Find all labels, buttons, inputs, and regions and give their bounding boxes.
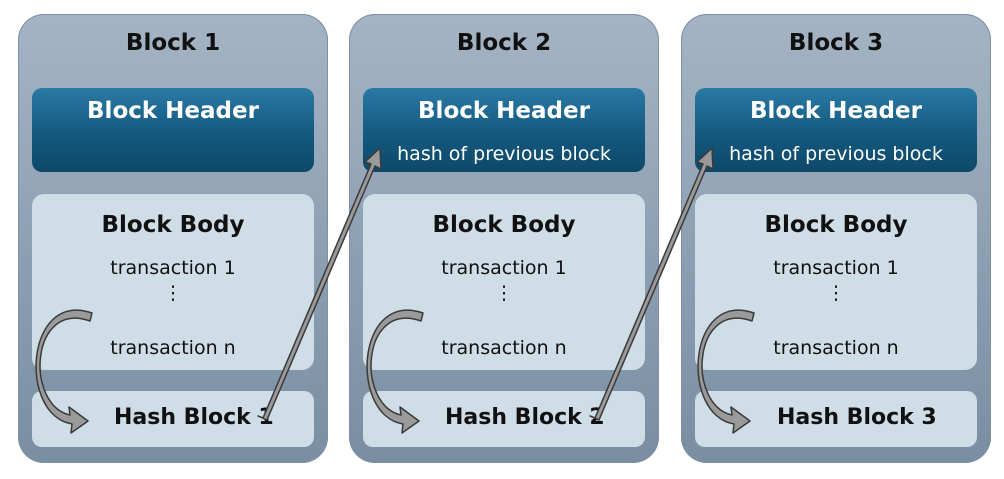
block-title: Block 1: [125, 30, 221, 56]
ellipsis-dots: ⋮: [494, 282, 514, 304]
block-body-title: Block Body: [764, 212, 908, 238]
block-header-title: Block Header: [750, 98, 922, 124]
block-body: Block Body transaction 1 ⋮ transaction n: [32, 194, 314, 370]
block-header: Block Header hash of previous block: [363, 88, 645, 172]
ellipsis-dots: ⋮: [826, 282, 846, 304]
block-1: Block 1 Block Header Block Body transact…: [18, 14, 328, 463]
hash-label: Hash Block 1: [114, 405, 274, 430]
block-3: Block 3 Block Header hash of previous bl…: [681, 14, 991, 463]
hash-box: Hash Block 3: [695, 391, 977, 447]
transaction-first: transaction 1: [773, 257, 899, 279]
transaction-last: transaction n: [110, 337, 236, 359]
block-body: Block Body transaction 1 ⋮ transaction n: [363, 194, 645, 370]
hash-label: Hash Block 2: [445, 405, 605, 430]
block-header-title: Block Header: [418, 98, 590, 124]
block-body-title: Block Body: [101, 212, 245, 238]
block-header: Block Header hash of previous block: [695, 88, 977, 172]
block-2: Block 2 Block Header hash of previous bl…: [349, 14, 659, 463]
block-header: Block Header: [32, 88, 314, 172]
ellipsis-dots: ⋮: [163, 282, 183, 304]
transaction-first: transaction 1: [110, 257, 236, 279]
hash-box: Hash Block 1: [32, 391, 314, 447]
hash-box: Hash Block 2: [363, 391, 645, 447]
transaction-first: transaction 1: [441, 257, 567, 279]
block-header-title: Block Header: [87, 98, 259, 124]
previous-hash-label: hash of previous block: [729, 143, 943, 165]
block-body-title: Block Body: [432, 212, 576, 238]
hash-label: Hash Block 3: [777, 405, 937, 430]
transaction-last: transaction n: [773, 337, 899, 359]
block-title: Block 2: [456, 30, 552, 56]
transaction-last: transaction n: [441, 337, 567, 359]
block-body: Block Body transaction 1 ⋮ transaction n: [695, 194, 977, 370]
block-title: Block 3: [788, 30, 884, 56]
previous-hash-label: hash of previous block: [397, 143, 611, 165]
